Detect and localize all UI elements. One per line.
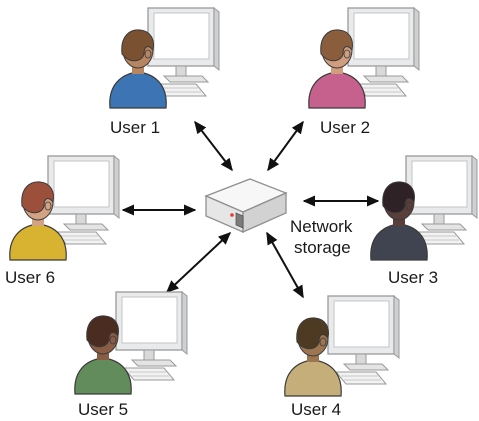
- monitor-icon: [115, 291, 188, 367]
- arrow-user-1: [194, 120, 233, 172]
- ear-shape: [343, 49, 351, 59]
- connection-arrows: [121, 120, 380, 299]
- hair-shape: [320, 29, 353, 62]
- workstation-user-6: [47, 155, 120, 245]
- network-storage-device: [204, 178, 288, 233]
- monitor-icon: [147, 7, 220, 83]
- arrow-user-4: [266, 231, 304, 299]
- neck-shape: [97, 350, 109, 360]
- shirt-shape: [308, 71, 366, 109]
- keyboard-icon: [335, 371, 387, 385]
- user-4-label: User 4: [291, 400, 341, 419]
- arrow-user-5: [165, 232, 232, 293]
- user-6-label: User 6: [5, 268, 55, 287]
- user-1-label: User 1: [110, 118, 160, 137]
- hair-shape: [382, 181, 415, 214]
- arrow-user-2: [267, 120, 304, 172]
- neck-shape: [32, 216, 44, 226]
- hair-shape: [86, 315, 119, 348]
- ear-shape: [405, 201, 413, 211]
- user-2-label: User 2: [320, 118, 370, 137]
- person-user-2: [308, 29, 366, 109]
- hair-shape: [296, 317, 329, 350]
- shirt-shape: [284, 359, 342, 397]
- led-indicator: [230, 213, 234, 217]
- person-user-5: [74, 315, 132, 395]
- neck-shape: [132, 64, 144, 74]
- monitor-icon: [405, 155, 478, 231]
- ear-shape: [109, 335, 117, 345]
- storage-label-line2: storage: [294, 238, 351, 257]
- person-user-3: [370, 181, 428, 261]
- workstation-user-4: [327, 295, 400, 385]
- ear-shape: [319, 337, 327, 347]
- person-user-1: [109, 29, 167, 109]
- shirt-shape: [74, 357, 132, 395]
- ear-shape: [44, 201, 52, 211]
- user-5-label: User 5: [78, 400, 128, 419]
- neck-shape: [393, 216, 405, 226]
- hair-shape: [121, 29, 154, 62]
- person-user-6: [9, 181, 67, 261]
- storage-label-line1: Network: [290, 217, 353, 236]
- workstation-user-5: [115, 291, 188, 381]
- shirt-shape: [370, 223, 428, 261]
- shirt-shape: [109, 71, 167, 109]
- person-user-4: [284, 317, 342, 397]
- ear-shape: [144, 49, 152, 59]
- keyboard-icon: [123, 367, 175, 381]
- monitor-icon: [327, 295, 400, 371]
- monitor-icon: [47, 155, 120, 231]
- neck-shape: [331, 64, 343, 74]
- monitor-icon: [347, 7, 420, 83]
- shirt-shape: [9, 223, 67, 261]
- user-3-label: User 3: [388, 268, 438, 287]
- neck-shape: [307, 352, 319, 362]
- hair-shape: [21, 181, 54, 214]
